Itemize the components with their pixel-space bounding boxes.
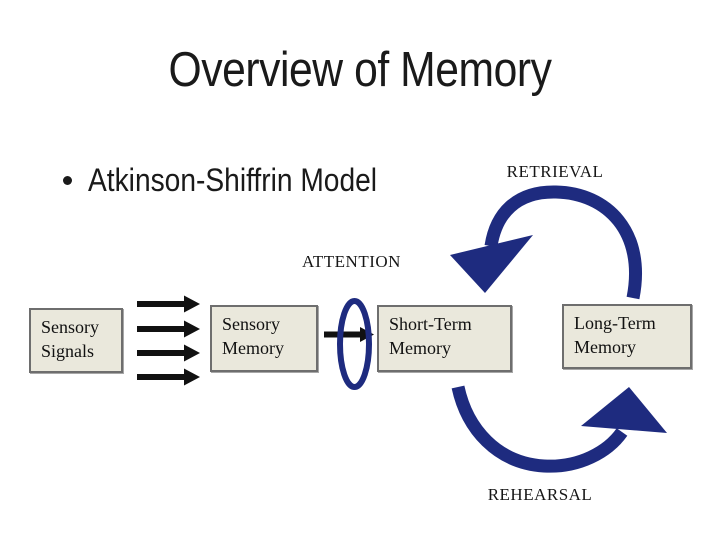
- rehearsal-arrow-icon: [451, 385, 667, 473]
- box-short-term-memory: Short-Term Memory: [377, 305, 512, 372]
- attention-label: ATTENTION: [302, 252, 401, 271]
- box-line: Long-Term: [574, 313, 656, 333]
- box-sensory-signals: Sensory Signals: [29, 308, 123, 373]
- rehearsal-label: REHEARSAL: [487, 485, 593, 504]
- retrieval-label: RETRIEVAL: [506, 162, 604, 181]
- box-line: Signals: [41, 341, 95, 361]
- box-line: Memory: [574, 337, 636, 357]
- box-long-term-memory: Long-Term Memory: [562, 304, 692, 369]
- retrieval-arrow-icon: [450, 185, 642, 300]
- box-line: Short-Term: [389, 314, 472, 334]
- attention-arrow-icon: [324, 327, 374, 342]
- box-sensory-memory: Sensory Memory: [210, 305, 318, 372]
- box-line: Sensory: [222, 314, 280, 334]
- slide-title: Overview of Memory: [168, 43, 552, 97]
- box-line: Memory: [389, 338, 451, 358]
- box-line: Memory: [222, 338, 284, 358]
- attention-ellipse-icon: [337, 298, 372, 390]
- bullet-text: Atkinson-Shiffrin Model: [88, 162, 378, 198]
- box-line: Sensory: [41, 317, 99, 337]
- bullet-dot: [63, 176, 72, 185]
- input-arrows-icon: [137, 295, 200, 386]
